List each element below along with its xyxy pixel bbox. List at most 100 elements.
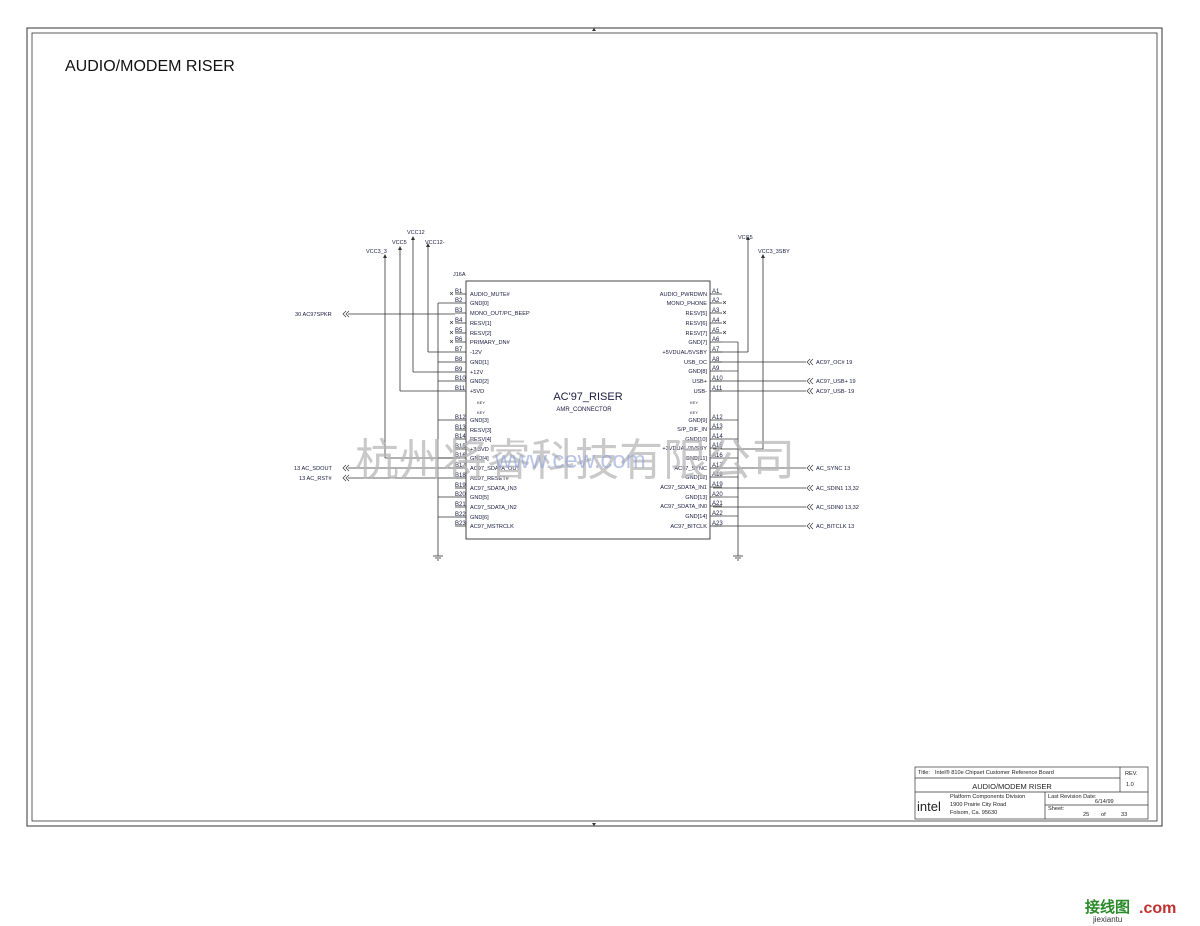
title-label: Title: bbox=[918, 770, 930, 776]
connector-name: AC'97_RISER bbox=[553, 391, 622, 403]
pin-signal-b2: GND[0] bbox=[470, 301, 489, 307]
net-ac97-usb-plus: AC97_USB+ 19 bbox=[816, 379, 856, 385]
right-net-flags bbox=[806, 358, 814, 530]
pin-number-a13: A13 bbox=[712, 424, 723, 430]
watermark-company: 杭州将睿科技有限公司 bbox=[355, 435, 795, 486]
pin-number-b23: B23 bbox=[455, 521, 466, 527]
watermark-url: www.cew.com bbox=[494, 447, 646, 474]
pin-number-b9: B9 bbox=[455, 367, 463, 373]
pin-signal-a22: GND[14] bbox=[685, 514, 707, 520]
connector-subtitle: AMR_CONNECTOR bbox=[556, 407, 612, 413]
pin-signal-a7: +5VDUAL/5VSBY bbox=[662, 350, 707, 356]
pin-number-a19: A19 bbox=[712, 482, 723, 488]
page-title: AUDIO/MODEM RISER bbox=[65, 58, 235, 75]
left-net-flags bbox=[342, 310, 350, 482]
pin-signal-b18: AC97_RESET# bbox=[470, 476, 510, 482]
net-ac-bitclk: AC_BITCLK 13 bbox=[816, 524, 854, 530]
pin-signal-b9: +12V bbox=[470, 370, 483, 376]
division: Platform Components Division bbox=[950, 794, 1025, 800]
power-label-vcc5-right: VCC5 bbox=[738, 235, 753, 241]
pin-signal-a10: USB+ bbox=[692, 379, 707, 385]
pin-number-a7: A7 bbox=[712, 347, 720, 353]
pin-signal-a21: AC97_SDATA_IN0 bbox=[660, 504, 707, 510]
no-connect-b6 bbox=[449, 339, 454, 344]
pin-number-a5: A5 bbox=[712, 328, 720, 334]
connector-body bbox=[465, 280, 711, 540]
pin-number-b7: B7 bbox=[455, 347, 463, 353]
pin-signal-a4: RESV[6] bbox=[686, 321, 708, 327]
pin-number-b1: B1 bbox=[455, 289, 463, 295]
pin-number-a14: A14 bbox=[712, 434, 723, 440]
no-connect-a5 bbox=[722, 330, 727, 335]
pin-signal-b19: AC97_SDATA_IN3 bbox=[470, 486, 517, 492]
pin-number-b21: B21 bbox=[455, 502, 466, 508]
pin-number-b10: B10 bbox=[455, 376, 466, 382]
power-label-vcc12n: VCC12- bbox=[425, 240, 445, 246]
pin-signal-b22: GND[6] bbox=[470, 515, 489, 521]
net-ac97-oc: AC97_OC# 19 bbox=[816, 360, 852, 366]
sheet-total: 33 bbox=[1121, 812, 1127, 818]
pin-signal-b20: GND[5] bbox=[470, 495, 489, 501]
pin-signal-a20: GND[13] bbox=[685, 495, 707, 501]
pin-number-a4: A4 bbox=[712, 318, 720, 324]
power-label-vcc12: VCC12 bbox=[407, 230, 425, 236]
pin-number-a16: A16 bbox=[712, 453, 723, 459]
key-label-left-2: KEY bbox=[477, 410, 485, 415]
pin-number-a8: A8 bbox=[712, 357, 720, 363]
net-ac97-usb-minus: AC97_USB- 19 bbox=[816, 389, 854, 395]
pin-number-b11: B11 bbox=[455, 386, 466, 392]
pin-number-a1: A1 bbox=[712, 289, 720, 295]
pin-signal-a1: AUDIO_PWRDWN bbox=[660, 292, 707, 298]
pin-number-b12: B12 bbox=[455, 415, 466, 421]
power-label-vcc5-left: VCC5 bbox=[392, 240, 407, 246]
pin-number-a11: A11 bbox=[712, 386, 723, 392]
pin-number-a6: A6 bbox=[712, 337, 720, 343]
pin-signal-a16: GND[11] bbox=[686, 456, 708, 462]
no-connect-b5 bbox=[449, 330, 454, 335]
power-symbols bbox=[383, 236, 765, 258]
rev-value: 1.0 bbox=[1126, 782, 1134, 788]
pin-signal-b23: AC97_MSTRCLK bbox=[470, 524, 514, 530]
pin-signal-a17: AC97_SYNC bbox=[674, 466, 707, 472]
site-logo-com: .com bbox=[1139, 900, 1176, 917]
title-value: Intel® 810e Chipset Customer Reference B… bbox=[935, 769, 1054, 776]
pin-signal-a9: GND[8] bbox=[688, 369, 707, 375]
pin-number-a22: A22 bbox=[712, 511, 723, 517]
pin-signal-a19: AC97_SDATA_IN1 bbox=[660, 485, 707, 491]
net-ac-sdin0: AC_SDIN0 13,32 bbox=[816, 505, 859, 511]
no-connect-b1 bbox=[449, 291, 454, 296]
net-ac-sync: AC_SYNC 13 bbox=[816, 466, 850, 472]
pin-number-b16: B16 bbox=[455, 453, 466, 459]
pin-signal-a15: +3VDUAL/3VSBY bbox=[662, 446, 707, 452]
last-revision-label: Last Revision Date: bbox=[1048, 794, 1097, 800]
power-rails bbox=[384, 240, 764, 459]
pin-number-b17: B17 bbox=[455, 463, 466, 469]
pin-signal-b11: +5VD bbox=[470, 389, 484, 395]
pin-number-b22: B22 bbox=[455, 512, 466, 518]
pin-number-b6: B6 bbox=[455, 337, 463, 343]
pin-signal-b7: -12V bbox=[470, 350, 482, 356]
pin-signal-a23: AC97_BITCLK bbox=[670, 524, 707, 530]
pin-signal-a2: MONO_PHONE bbox=[667, 301, 708, 307]
site-logo-domain: jiexiantu bbox=[1092, 915, 1122, 924]
no-connect-a4 bbox=[722, 320, 727, 325]
pin-signal-a14: GND[10] bbox=[685, 437, 707, 443]
pin-signal-b14: RESV[4] bbox=[470, 437, 492, 443]
pin-number-a15: A15 bbox=[712, 443, 723, 449]
left-net-wires bbox=[348, 313, 455, 479]
pin-number-a18: A18 bbox=[712, 472, 723, 478]
key-label-right-2: KEY bbox=[690, 410, 698, 415]
pin-signal-a3: RESV[5] bbox=[686, 311, 708, 317]
pin-signal-a11: USB- bbox=[694, 389, 708, 395]
connector-ref: J16A bbox=[453, 272, 466, 278]
pin-signal-b10: GND[2] bbox=[470, 379, 489, 385]
pin-signal-b21: AC97_SDATA_IN2 bbox=[470, 505, 517, 511]
pin-number-a23: A23 bbox=[712, 521, 723, 527]
pin-signal-b4: RESV[1] bbox=[470, 321, 492, 327]
pin-signal-b12: GND[3] bbox=[470, 418, 489, 424]
pin-number-a21: A21 bbox=[712, 501, 723, 507]
pin-number-a2: A2 bbox=[712, 298, 720, 304]
border-marker-top bbox=[592, 28, 596, 31]
pin-number-a10: A10 bbox=[712, 376, 723, 382]
